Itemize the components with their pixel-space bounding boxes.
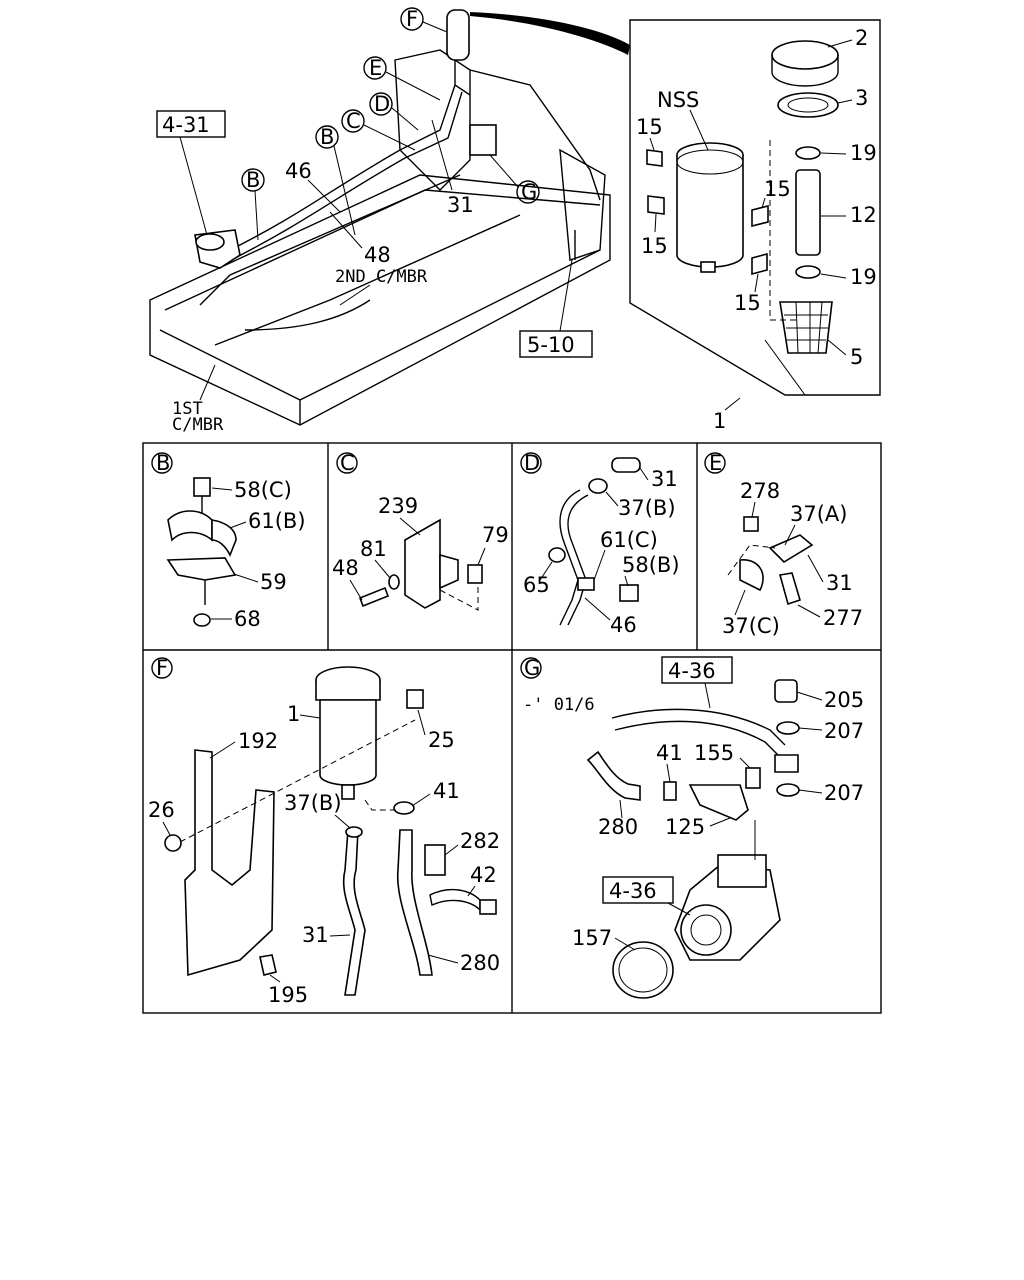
label-125: 125 [665,815,705,839]
callout-F: F [406,7,418,31]
label-2: 2 [855,26,868,50]
ref-4-36-top: 4-36 [668,659,716,683]
label-1f: 1 [287,702,300,726]
label-61C: 61(C) [600,528,658,552]
label-12: 12 [850,203,877,227]
callout-C: C [346,109,361,133]
panel-D-tag: D [524,451,540,475]
label-58C: 58(C) [234,478,292,502]
label-19b: 19 [850,265,877,289]
label-41f: 41 [433,779,460,803]
label-37C: 37(C) [722,614,780,638]
label-nss: NSS [657,88,699,112]
label-192: 192 [238,729,278,753]
ref-4-31: 4-31 [162,113,210,137]
panel-E: E 278 37(A) 31 37(C) 277 [704,451,863,638]
label-15c: 15 [641,234,668,258]
label-15a: 15 [636,115,663,139]
label-2nd-cmbr: 2ND C/MBR [335,267,428,287]
panel-grid [142,442,882,1014]
panel-D: D 31 37(B) 61(C) 58(B) 65 46 [520,451,680,637]
callout-D: D [374,92,390,116]
label-19a: 19 [850,141,877,165]
label-42: 42 [470,863,497,887]
panel-B: B 58(C) 61(B) 59 68 [151,451,306,631]
label-26: 26 [148,798,175,822]
label-58B: 58(B) [622,553,680,577]
label-31e: 31 [826,571,853,595]
label-31f: 31 [302,923,329,947]
label-277: 277 [823,606,863,630]
label-25: 25 [428,728,455,752]
ref-5-10: 5-10 [527,333,575,357]
label-5: 5 [850,345,863,369]
label-59: 59 [260,570,287,594]
label-282: 282 [460,829,500,853]
panel-G-tag: G [524,656,540,680]
label-46d: 46 [610,613,637,637]
tank-detail: NSS 2 3 19 12 19 5 15 15 15 15 1 [629,19,881,433]
label-37B-f: 37(B) [284,791,342,815]
label-61B: 61(B) [248,509,306,533]
label-48c: 48 [332,556,359,580]
label-31d: 31 [651,467,678,491]
callout-G: G [521,180,537,204]
label-37B: 37(B) [618,496,676,520]
label-207a: 207 [824,719,864,743]
label-31: 31 [447,193,474,217]
label-15b: 15 [764,177,791,201]
label-1: 1 [713,409,726,433]
label-155: 155 [694,741,734,765]
panel-F: F 1 25 192 26 37(B) 41 282 42 31 [148,656,500,1007]
label-239: 239 [378,494,418,518]
label-65: 65 [523,573,550,597]
label-195: 195 [268,983,308,1007]
callout-B1: B [320,125,334,149]
panel-E-tag: E [709,451,722,475]
panel-C: C 239 79 48 81 [332,451,509,611]
callout-E: E [369,56,382,80]
label-157: 157 [572,926,612,950]
label-cmbr: C/MBR [172,415,224,435]
label-280f: 280 [460,951,500,975]
ref-4-36-pump: 4-36 [609,879,657,903]
panel-B-tag: B [156,451,170,475]
label-79: 79 [482,523,509,547]
label-41g: 41 [656,741,683,765]
label-278: 278 [740,479,780,503]
label-37A: 37(A) [790,502,847,526]
label-1st: 1ST [172,399,203,419]
label-15d: 15 [734,291,761,315]
label-205: 205 [824,688,864,712]
label-3: 3 [855,86,868,110]
panel-F-tag: F [156,656,168,680]
label-81: 81 [360,537,387,561]
date-note: -' 01/6 [523,695,595,715]
panel-G: G 4-36 -' 01/6 4-36 205 207 41 155 207 [520,656,864,999]
label-280g: 280 [598,815,638,839]
frame-overview: F E D C B B G 4-31 5-10 46 31 48 2ND C/M… [149,7,630,435]
label-68: 68 [234,607,261,631]
callout-B2: B [246,168,260,192]
panel-C-tag: C [340,451,355,475]
label-46: 46 [285,159,312,183]
label-207b: 207 [824,781,864,805]
label-48: 48 [364,243,391,267]
